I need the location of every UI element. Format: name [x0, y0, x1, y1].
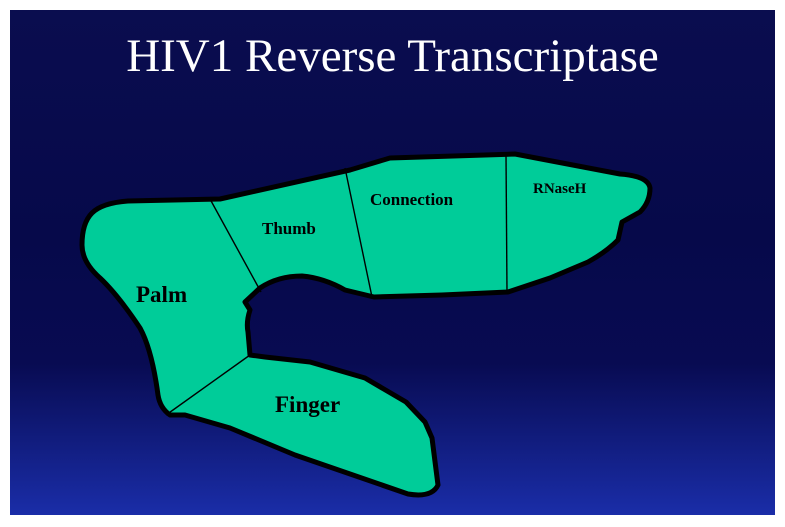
slide: HIV1 Reverse Transcriptase Palm Thumb Co…: [10, 10, 775, 515]
label-thumb: Thumb: [262, 219, 316, 238]
label-palm: Palm: [136, 282, 187, 307]
label-rnaseh: RNaseH: [533, 181, 587, 197]
rt-domain-diagram: Palm Thumb Connection RNaseH Finger: [10, 10, 775, 515]
label-connection: Connection: [370, 190, 454, 209]
label-finger: Finger: [275, 392, 340, 417]
connection-rnaseh-boundary: [506, 154, 507, 293]
protein-outline: [82, 154, 650, 495]
